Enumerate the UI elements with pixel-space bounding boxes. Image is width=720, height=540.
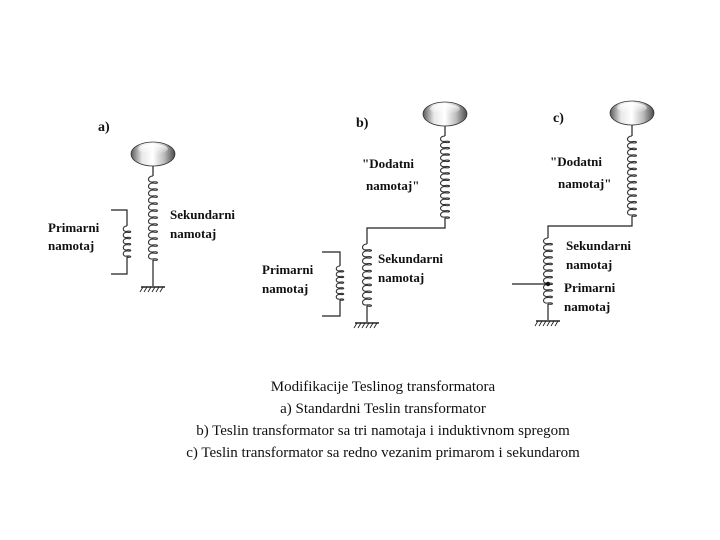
ground-icon (353, 322, 379, 329)
label-additional: "Dodatni namotaj" (362, 156, 419, 193)
svg-text:Sekundarni: Sekundarni (566, 238, 631, 253)
caption-line-3: b) Teslin transformator sa tri namotaja … (196, 423, 570, 439)
diagram-b-tag: b) (356, 116, 369, 131)
diagram-c-tag: c) (553, 111, 564, 126)
label-secondary: Sekundarni namotaj (378, 251, 443, 285)
caption-line-4: c) Teslin transformator sa redno vezanim… (186, 445, 580, 461)
label-primary: Primarni namotaj (48, 220, 100, 253)
secondary-primary-coil (542, 237, 554, 305)
caption: Modifikacije Teslinog transformatora a) … (186, 379, 580, 461)
secondary-coil (361, 243, 373, 307)
secondary-coil (147, 175, 159, 261)
svg-text:namotaj": namotaj" (558, 176, 611, 191)
diagram-c: c) "Dodatni namotaj" Sekundarni namotaj (512, 100, 655, 327)
diagram-a: a) Primarni namotaj Sekundarni namotaj (48, 120, 235, 293)
svg-text:namotaj: namotaj (48, 238, 94, 253)
svg-text:namotaj": namotaj" (366, 178, 419, 193)
ground-icon (534, 320, 560, 327)
svg-text:"Dodatni: "Dodatni (550, 154, 602, 169)
diagram-b: b) "Dodatni namotaj" Primarni namotaj Se… (262, 101, 468, 329)
label-primary: Primarni namotaj (262, 262, 314, 296)
label-primary: Primarni namotaj (564, 280, 616, 314)
label-secondary: Sekundarni namotaj (170, 207, 235, 241)
caption-line-1: Modifikacije Teslinog transformatora (271, 379, 496, 395)
svg-text:Sekundarni: Sekundarni (170, 207, 235, 222)
svg-text:namotaj: namotaj (566, 257, 612, 272)
svg-text:namotaj: namotaj (170, 226, 216, 241)
tap-point (512, 281, 551, 287)
svg-text:Primarni: Primarni (48, 220, 100, 235)
svg-text:namotaj: namotaj (564, 299, 610, 314)
primary-coil (335, 265, 345, 301)
toroid-icon (130, 141, 176, 176)
svg-text:Primarni: Primarni (564, 280, 616, 295)
svg-text:namotaj: namotaj (262, 281, 308, 296)
svg-text:"Dodatni: "Dodatni (362, 156, 414, 171)
svg-text:Primarni: Primarni (262, 262, 314, 277)
label-secondary: Sekundarni namotaj (566, 238, 631, 272)
svg-text:namotaj: namotaj (378, 270, 424, 285)
diagram-a-tag: a) (98, 120, 110, 135)
caption-line-2: a) Standardni Teslin transformator (280, 401, 486, 417)
label-additional: "Dodatni namotaj" (550, 154, 611, 191)
toroid-icon (422, 101, 468, 136)
primary-coil (122, 225, 132, 258)
ground-icon (139, 286, 165, 293)
svg-text:Sekundarni: Sekundarni (378, 251, 443, 266)
additional-coil (626, 135, 638, 217)
additional-coil (439, 135, 451, 219)
toroid-icon (609, 100, 655, 136)
